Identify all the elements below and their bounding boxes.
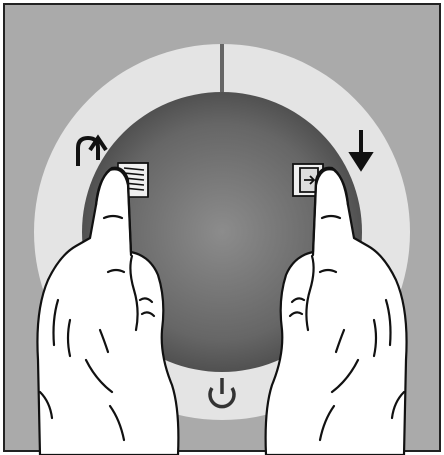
- illustration-canvas: [0, 0, 444, 455]
- illustration: [0, 0, 444, 455]
